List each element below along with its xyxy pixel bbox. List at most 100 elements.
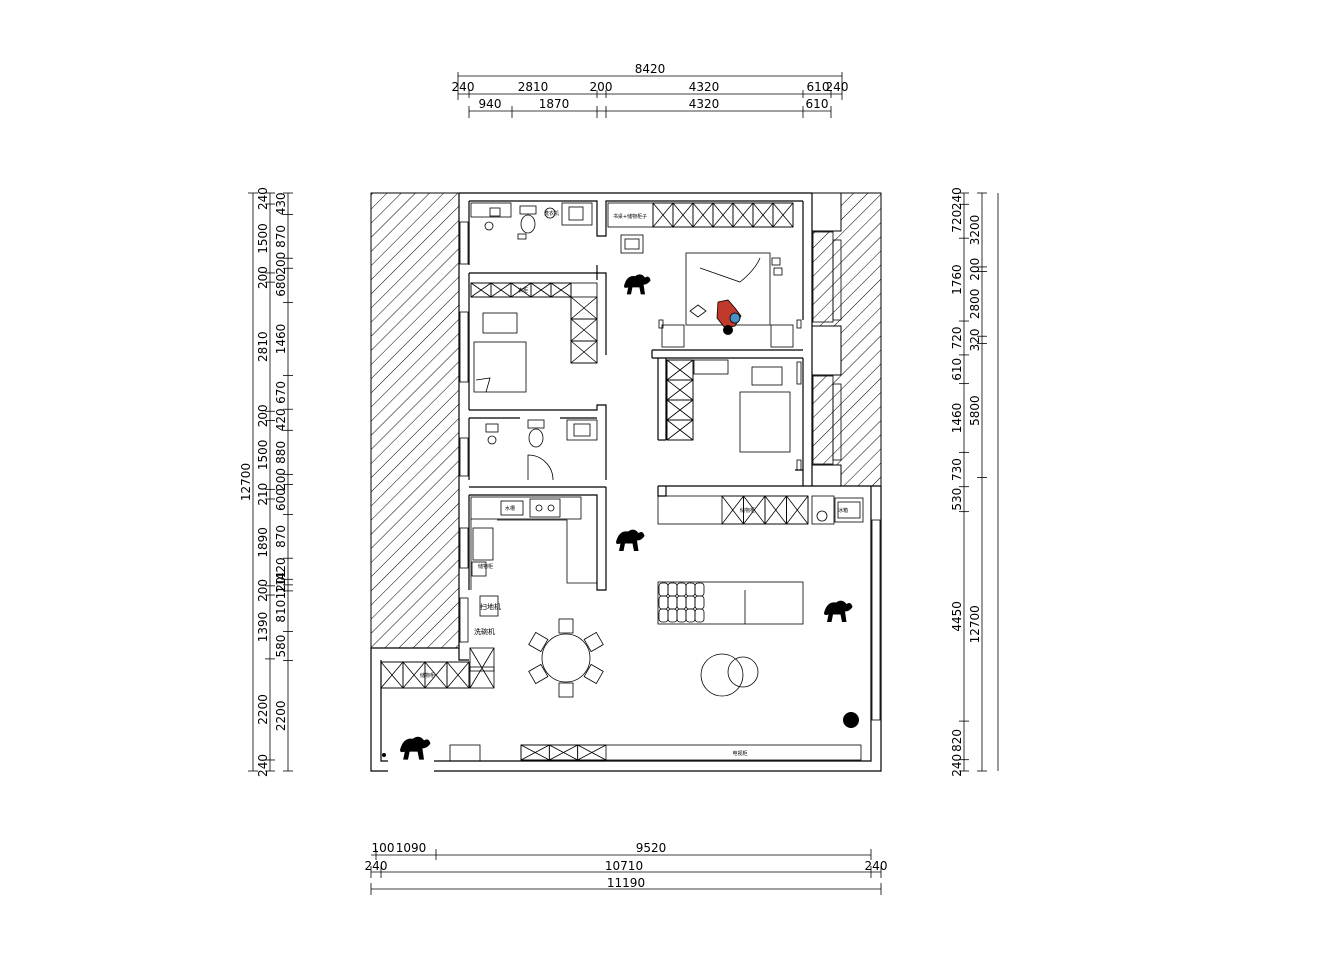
bathroom-top (470, 202, 593, 240)
coffee-table-2 (727, 656, 759, 688)
dining-chair (583, 631, 604, 653)
dog-icon-4 (400, 736, 431, 760)
dim-bottom-1090: 1090 (396, 841, 427, 855)
dim-right-a-0: 240 (950, 187, 964, 210)
dim-bottom-10710: 10710 (605, 859, 643, 873)
dim-left-b-3: 680 (274, 274, 288, 297)
left-dimensions: 12700 240 1500 200 2810 200 1500 210 1890 200 139… (239, 187, 293, 777)
dim-left-b-8: 200 (274, 468, 288, 491)
dim-left-b-5: 670 (274, 381, 288, 404)
dim-left-a-10: 2200 (256, 694, 270, 725)
dim-left-a-5: 1500 (256, 440, 270, 471)
dog-icon-2 (616, 529, 645, 551)
svg-text:书桌+储物柜子: 书桌+储物柜子 (613, 213, 647, 220)
svg-text:储物柜: 储物柜 (420, 672, 435, 679)
bedroom-left (470, 282, 598, 393)
dim-left-a-3: 2810 (256, 331, 270, 362)
bedroom-right (666, 359, 802, 471)
dining-chair (528, 631, 549, 653)
dim-left-a-7: 1890 (256, 527, 270, 558)
dim-left-b-13: 120 (274, 576, 288, 599)
dining-area (528, 618, 604, 698)
dim-top-4320a: 4320 (689, 80, 720, 94)
label-sink: 水槽 (505, 505, 515, 512)
dim-left-b-7: 880 (274, 441, 288, 464)
dim-top-2810: 2810 (518, 80, 549, 94)
tv-cabinet (520, 744, 862, 761)
exterior-walls (370, 192, 882, 772)
dim-right-a-10: 240 (950, 754, 964, 777)
dim-bottom-240b: 240 (865, 859, 888, 873)
dim-right-a-4: 610 (950, 358, 964, 381)
dim-bottom-9520: 9520 (636, 841, 667, 855)
dim-left-b-11: 420 (274, 557, 288, 580)
coffee-table-1 (700, 653, 744, 697)
dim-left-b-6: 420 (274, 408, 288, 431)
dim-top-240b: 240 (826, 80, 849, 94)
dim-left-a-0: 240 (256, 187, 270, 210)
dim-bottom-11190: 11190 (607, 876, 645, 890)
dim-top-610a: 610 (807, 80, 830, 94)
dining-chair (558, 618, 574, 634)
storage-bottom-left: 储物柜 (380, 661, 481, 762)
kitchen: 储物柜 扫地机 洗碗机 (469, 496, 597, 689)
sink-1 (561, 202, 593, 226)
dim-top-total: 8420 (635, 62, 666, 76)
living-room: 储物柜 电视柜 (520, 495, 864, 761)
dim-left-a-1: 1500 (256, 223, 270, 254)
dim-left-total: 12700 (239, 463, 253, 501)
dim-right-a-1: 720 (950, 210, 964, 233)
dim-right-b-3: 320 (968, 328, 982, 351)
dining-table (541, 633, 591, 683)
dim-right-a-8: 4450 (950, 601, 964, 632)
dining-chair (558, 682, 574, 698)
dim-left-a-6: 210 (256, 483, 270, 506)
dim-top-610b: 610 (806, 97, 829, 111)
dim-bottom-240a: 240 (365, 859, 388, 873)
master-bedroom: 书桌+储物柜子 (607, 202, 802, 348)
dim-left-b-4: 1460 (274, 324, 288, 355)
dim-top-940: 940 (479, 97, 502, 111)
dim-left-b-2: 200 (274, 252, 288, 275)
dining-chair (528, 663, 549, 685)
bathroom-second (485, 419, 598, 481)
dim-left-a-9: 1390 (256, 612, 270, 643)
dog-icon-3 (824, 600, 853, 622)
dim-left-b-10: 870 (274, 525, 288, 548)
dim-right-b-0: 3200 (968, 215, 982, 246)
dim-left-a-8: 200 (256, 579, 270, 602)
dim-right-a-2: 1760 (950, 264, 964, 295)
label-washer: 洗衣机 (544, 210, 559, 217)
label-wardrobe: 衣柜 (518, 287, 528, 294)
dim-left-b-12: 111 (274, 571, 288, 594)
dim-left-b-1: 870 (274, 225, 288, 248)
dim-right-a-5: 1460 (950, 403, 964, 434)
dim-left-b-9: 600 (274, 488, 288, 511)
hatched-area-left (370, 192, 460, 649)
dim-left-a-2: 200 (256, 266, 270, 289)
dim-right-a-6: 730 (950, 458, 964, 481)
svg-text:电视柜: 电视柜 (732, 750, 747, 757)
dim-left-b-16: 2200 (274, 701, 288, 732)
label-fridge: 冰箱 (838, 507, 848, 514)
kitchen-cabinet: 储物柜 (478, 563, 493, 570)
svg-text:储物柜: 储物柜 (740, 507, 755, 514)
dim-bottom-100: 100 (372, 841, 395, 855)
dim-right-a-7: 530 (950, 488, 964, 511)
toilet-1 (520, 214, 536, 234)
hatched-area-right (811, 192, 882, 487)
dim-top-200: 200 (590, 80, 613, 94)
dim-top-240a: 240 (452, 80, 475, 94)
dim-left-b-14: 810 (274, 600, 288, 623)
dim-left-a-11: 240 (256, 754, 270, 777)
dim-left-b-15: 580 (274, 635, 288, 658)
sweeper-label: 扫地机 (480, 602, 501, 611)
bottom-dimensions: 100 1090 9520 240 10710 240 11190 (365, 841, 888, 895)
dim-left-a-4: 200 (256, 404, 270, 427)
dim-right-a-3: 720 (950, 327, 964, 350)
dim-left-b-0: 430 (274, 192, 288, 215)
interior-walls (458, 200, 812, 661)
dim-top-4320b: 4320 (689, 97, 720, 111)
